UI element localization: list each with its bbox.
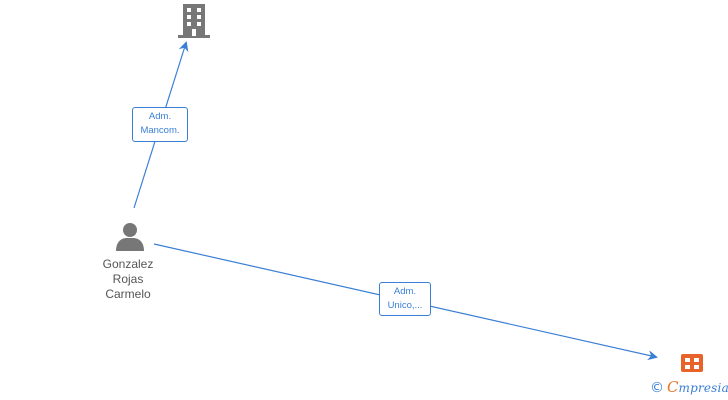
person-name[interactable]: Gonzalez Rojas Carmelo [88,257,168,302]
edge-label-line: Mancom. [140,125,180,136]
company-node-1[interactable] [178,4,210,43]
person-icon [116,223,144,251]
person-name-line: Gonzalez [102,257,154,271]
person-node[interactable] [115,222,145,257]
building-icon [681,354,703,372]
person-name-line: Rojas [112,272,144,286]
edge-label-mancom[interactable]: Adm. Mancom. [132,107,188,142]
copyright-symbol: © [650,380,664,396]
company-node-2[interactable] [680,354,704,377]
brand-initial: C [667,378,679,396]
edge-label-line: Adm. [393,286,417,297]
edge-label-line: Unico,... [387,300,423,311]
edge-label-unico[interactable]: Adm. Unico,... [379,282,431,316]
edge-label-line: Adm. [148,111,172,122]
empresia-watermark: ©Cmpresia [650,378,728,396]
building-icon [178,4,210,38]
brand-name: mpresia [678,381,728,395]
person-name-line: Carmelo [105,287,151,301]
